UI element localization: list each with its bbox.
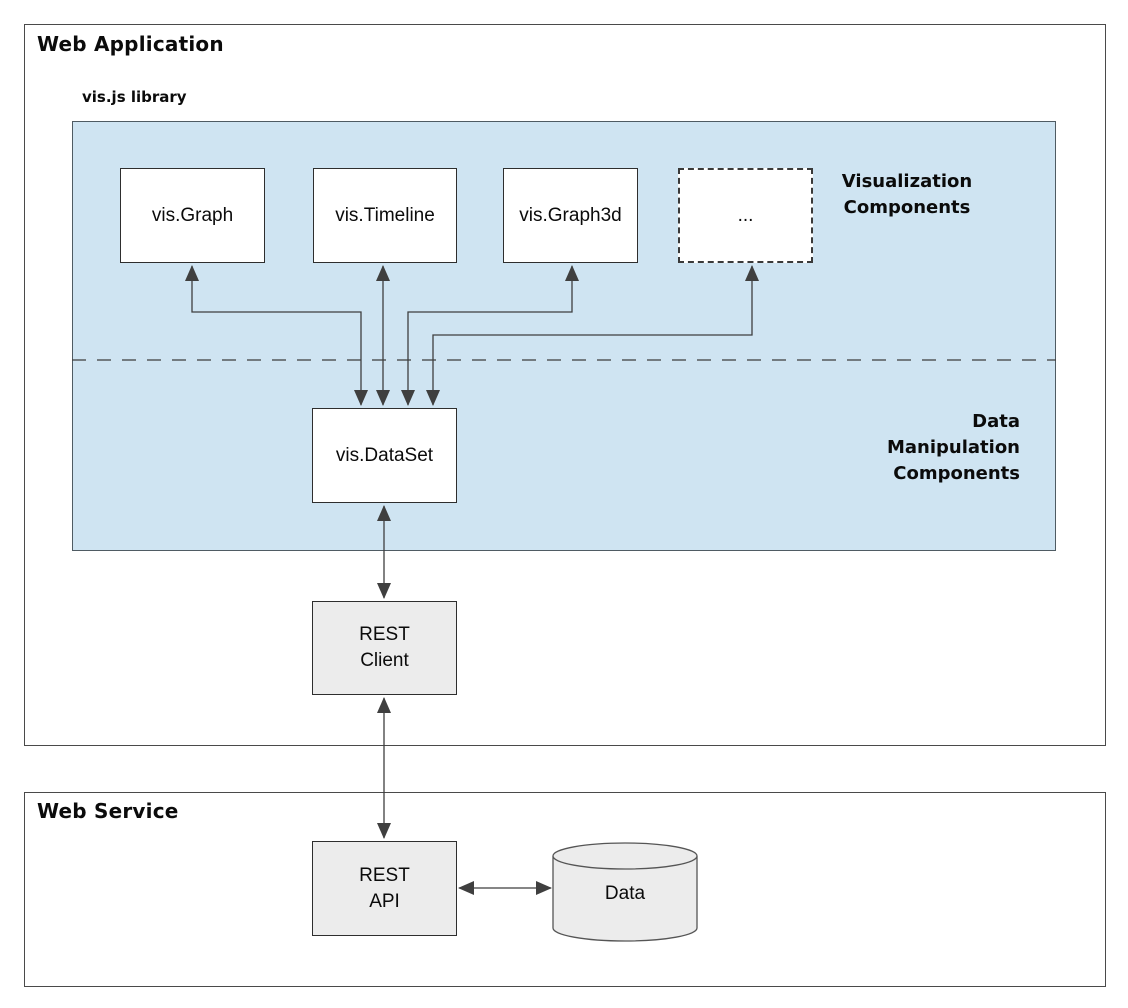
node-vis-graph3d: vis.Graph3d [503, 168, 638, 263]
web-application-title: Web Application [37, 32, 224, 56]
web-application-container [24, 24, 1106, 746]
node-vis-timeline: vis.Timeline [313, 168, 457, 263]
web-service-title: Web Service [37, 799, 179, 823]
web-service-container [24, 792, 1106, 987]
data-manipulation-components-label: Data Manipulation Components [886, 411, 1020, 484]
node-more-components: ... [678, 168, 813, 263]
visualization-components-label: Visualization Components [841, 171, 973, 218]
node-vis-dataset: vis.DataSet [312, 408, 457, 503]
node-rest-client: REST Client [312, 601, 457, 695]
data-store-label: Data [604, 883, 646, 904]
node-rest-api: REST API [312, 841, 457, 936]
vis-library-title: vis.js library [82, 88, 187, 106]
node-vis-graph: vis.Graph [120, 168, 265, 263]
